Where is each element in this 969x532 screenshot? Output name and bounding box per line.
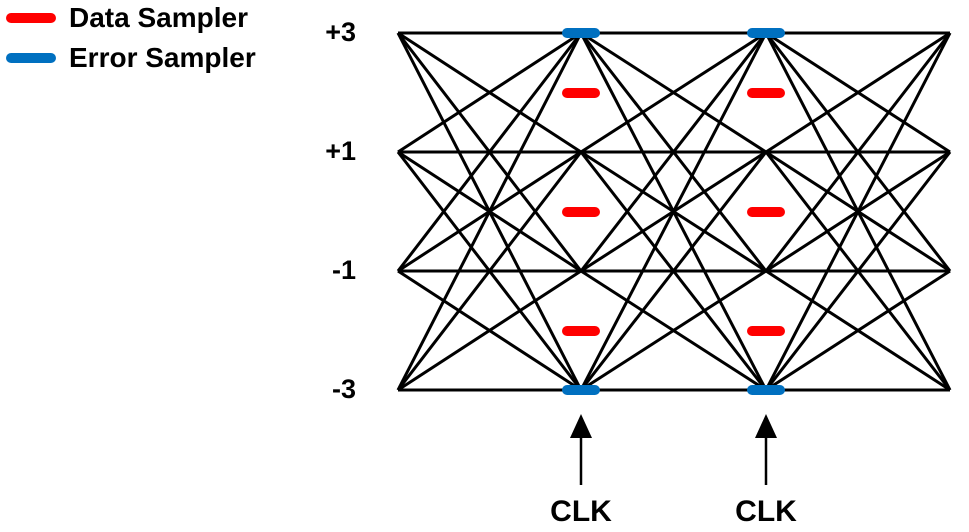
trace-segment xyxy=(579,151,768,391)
trace-segment xyxy=(764,32,952,272)
error-sampler-marker xyxy=(562,385,600,395)
legend-item-error-sampler: Error Sampler xyxy=(6,40,256,76)
eye-traces xyxy=(396,31,952,392)
trace-segment xyxy=(764,151,952,391)
trace-segment xyxy=(765,269,951,392)
trace-segment xyxy=(765,31,951,154)
data-sampler-marker xyxy=(562,326,600,336)
trace-segment xyxy=(579,32,768,391)
legend-item-data-sampler: Data Sampler xyxy=(6,0,248,36)
data-sampler-marker xyxy=(562,207,600,217)
data-sampler-marker xyxy=(562,88,600,98)
error-sampler-marker xyxy=(747,385,785,395)
trace-segment xyxy=(397,269,582,392)
trace-segment xyxy=(579,32,768,272)
error-sampler-swatch xyxy=(6,53,56,63)
samplers xyxy=(562,28,785,395)
data-sampler-marker xyxy=(747,207,785,217)
trace-segment xyxy=(580,31,767,154)
clock-arrow-head xyxy=(570,414,592,438)
trace-segment xyxy=(580,269,767,392)
data-sampler-label: Data Sampler xyxy=(69,2,248,33)
level-label-minus1: -1 xyxy=(332,255,356,285)
trace-segment xyxy=(396,151,583,391)
data-sampler-swatch xyxy=(6,13,56,23)
clk-label-2: CLK xyxy=(735,495,797,528)
clock-arrow-head xyxy=(755,414,777,438)
error-sampler-label: Error Sampler xyxy=(69,42,256,73)
trace-segment xyxy=(397,31,582,154)
level-label-plus1: +1 xyxy=(325,136,356,166)
trace-segment xyxy=(396,32,583,272)
error-sampler-marker xyxy=(562,28,600,38)
clock-arrows xyxy=(570,414,777,485)
trace-segment xyxy=(764,32,952,391)
error-sampler-marker xyxy=(747,28,785,38)
level-label-minus3: -3 xyxy=(332,374,356,404)
clk-label-1: CLK xyxy=(550,495,612,528)
level-label-plus3: +3 xyxy=(325,17,356,47)
data-sampler-marker xyxy=(747,88,785,98)
trace-segment xyxy=(396,32,583,391)
data-sampler-marker xyxy=(747,326,785,336)
